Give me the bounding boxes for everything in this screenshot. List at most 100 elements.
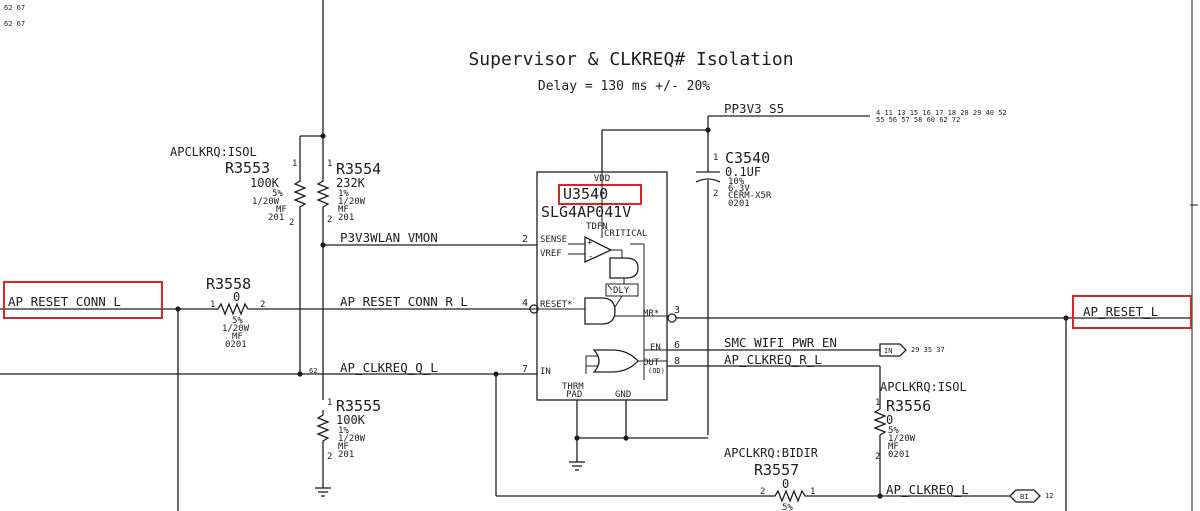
resistor-r3558: R3558 0 1 2 5% 1/20W MF 0201 (206, 275, 530, 350)
net-ap-reset-conn-l: AP_RESET_CONN_L (0, 281, 213, 511)
c3540-ref: C3540 (725, 149, 770, 167)
r3556-option: APCLKRQ:ISOL (880, 380, 967, 394)
svg-text:1: 1 (210, 300, 215, 310)
highlight-ap-reset-l (1072, 295, 1192, 329)
comparator-symbol (584, 235, 613, 264)
r3555-value: 100K (336, 413, 366, 427)
svg-text:2: 2 (713, 189, 718, 199)
svg-text:5%: 5% (782, 503, 793, 511)
capacitor-c3540: 1 C3540 0.1UF 10% 6.3V 2 CERM-X5R 0201 (695, 149, 772, 435)
svg-text:1: 1 (327, 398, 332, 408)
svg-text:P3V3WLAN_VMON: P3V3WLAN_VMON (340, 230, 438, 245)
pin-number-reset: 4 (522, 298, 528, 309)
resistor-r3556: APCLKRQ:ISOL 1 R3556 0 5% 1/20W MF 2 020… (873, 380, 967, 496)
svg-text:7: 7 (522, 364, 528, 375)
r3556-ref: R3556 (886, 397, 931, 415)
svg-text:10%: 10% (728, 177, 745, 187)
r3554-value: 232K (336, 176, 366, 190)
svg-text:-: - (588, 252, 593, 262)
svg-text:1/20W: 1/20W (338, 197, 366, 207)
svg-text:1: 1 (292, 159, 297, 169)
rail-pp3v3-s5: PP3V3_S5 4 11 13 15 16 17 18 28 29 40 52… (601, 101, 1007, 172)
svg-text:6: 6 (674, 340, 680, 351)
svg-text:+: + (587, 238, 593, 248)
svg-text:CRITICAL: CRITICAL (604, 229, 647, 239)
sheet-subtitle: Delay = 130 ms +/- 20% (538, 79, 710, 94)
svg-text:1%: 1% (338, 189, 349, 199)
net-ap-clkreq-l: AP_CLKREQ_L BI 12 (886, 482, 1053, 503)
svg-text:2: 2 (327, 215, 332, 225)
svg-text:AP_RESET_CONN_L: AP_RESET_CONN_L (8, 294, 121, 309)
svg-text:0201: 0201 (728, 199, 750, 209)
or-gate-output (592, 349, 639, 373)
svg-text:MF: MF (276, 205, 287, 215)
svg-text:MF: MF (888, 442, 899, 452)
svg-text:GND: GND (615, 390, 631, 400)
svg-text:1: 1 (810, 487, 815, 497)
net-p3v3wlan-vmon: P3V3WLAN_VMON 2 (320, 230, 537, 400)
svg-text:201: 201 (338, 450, 354, 460)
ic-ref: U3540 (563, 185, 608, 203)
svg-text:5%: 5% (888, 426, 899, 436)
svg-text:SMC_WIFI_PWR_EN: SMC_WIFI_PWR_EN (724, 335, 837, 350)
and-gate-upper (609, 257, 639, 279)
page-ref-top: 62 67 (4, 4, 25, 12)
svg-text:CERM-X5R: CERM-X5R (728, 191, 772, 201)
svg-text:DLY: DLY (613, 286, 630, 296)
svg-text:OUT: OUT (643, 358, 660, 368)
svg-text:1/20W: 1/20W (222, 324, 250, 334)
svg-text:12: 12 (1045, 492, 1053, 500)
r3553-ref: R3553 (225, 159, 270, 177)
svg-text:29 35 37: 29 35 37 (911, 346, 945, 354)
svg-text:2: 2 (289, 218, 294, 228)
net-ap-reset-l: 3 AP_RESET_L (667, 295, 1192, 511)
ic-part-number: SLG4AP041V (541, 203, 631, 221)
svg-text:1: 1 (875, 398, 880, 408)
svg-text:(OD): (OD) (648, 367, 665, 375)
svg-text:IN: IN (884, 347, 892, 355)
svg-text:6.3V: 6.3V (728, 184, 750, 194)
svg-text:1/20W: 1/20W (888, 434, 916, 444)
svg-text:1/20W: 1/20W (252, 197, 280, 207)
r3557-ref: R3557 (754, 461, 799, 479)
svg-text:TDFN: TDFN (586, 222, 608, 232)
resistor-r3557: APCLKRQ:BIDIR R3557 0 2 1 5% (724, 446, 1010, 511)
svg-text:THRM: THRM (562, 382, 584, 392)
svg-text:62: 62 (309, 367, 317, 375)
svg-text:1%: 1% (338, 426, 349, 436)
resistor-r3555: 1 R3555 100K 1% 1/20W MF 2 201 (315, 397, 381, 497)
r3553-option: APCLKRQ:ISOL (170, 145, 257, 159)
svg-text:BI: BI (1020, 493, 1028, 501)
rail-label: PP3V3_S5 (724, 101, 784, 116)
svg-text:MR*: MR* (643, 309, 659, 319)
flag-in (879, 343, 907, 357)
highlight-ap-reset-conn-l (3, 281, 163, 319)
page-ref-second: 62 67 (4, 20, 25, 28)
svg-text:5%: 5% (232, 316, 243, 326)
net-ap-clkreq-r-l: 8 AP_CLKREQ_R_L (667, 352, 881, 404)
svg-text:0201: 0201 (888, 450, 910, 460)
c3540-value: 0.1UF (725, 165, 761, 179)
svg-text:2: 2 (522, 234, 528, 245)
svg-text:2: 2 (260, 300, 265, 310)
svg-text:MF: MF (338, 205, 349, 215)
highlight-u3540 (558, 184, 642, 205)
svg-text:1: 1 (327, 159, 332, 169)
svg-text:1: 1 (713, 153, 718, 163)
r3553-value: 100K (250, 176, 280, 190)
svg-text:PAD: PAD (566, 390, 582, 400)
r3557-option: APCLKRQ:BIDIR (724, 446, 819, 460)
svg-text:3: 3 (674, 305, 680, 316)
svg-text:2: 2 (875, 452, 880, 462)
svg-text:AP_CLKREQ_R_L: AP_CLKREQ_R_L (724, 352, 822, 367)
svg-text:0201: 0201 (225, 340, 247, 350)
r3558-value: 0 (233, 290, 240, 304)
svg-text:AP_CLKREQ_L: AP_CLKREQ_L (886, 482, 969, 497)
svg-text:1/20W: 1/20W (338, 434, 366, 444)
reset-input-bubble (529, 304, 539, 314)
rail-page-refs-2: 55 56 57 58 60 62 72 (876, 116, 960, 124)
svg-text:8: 8 (674, 356, 680, 367)
net-smc-wifi-pwr-en: 6 SMC_WIFI_PWR_EN IN 29 35 37 (667, 335, 945, 357)
svg-text:201: 201 (268, 213, 284, 223)
